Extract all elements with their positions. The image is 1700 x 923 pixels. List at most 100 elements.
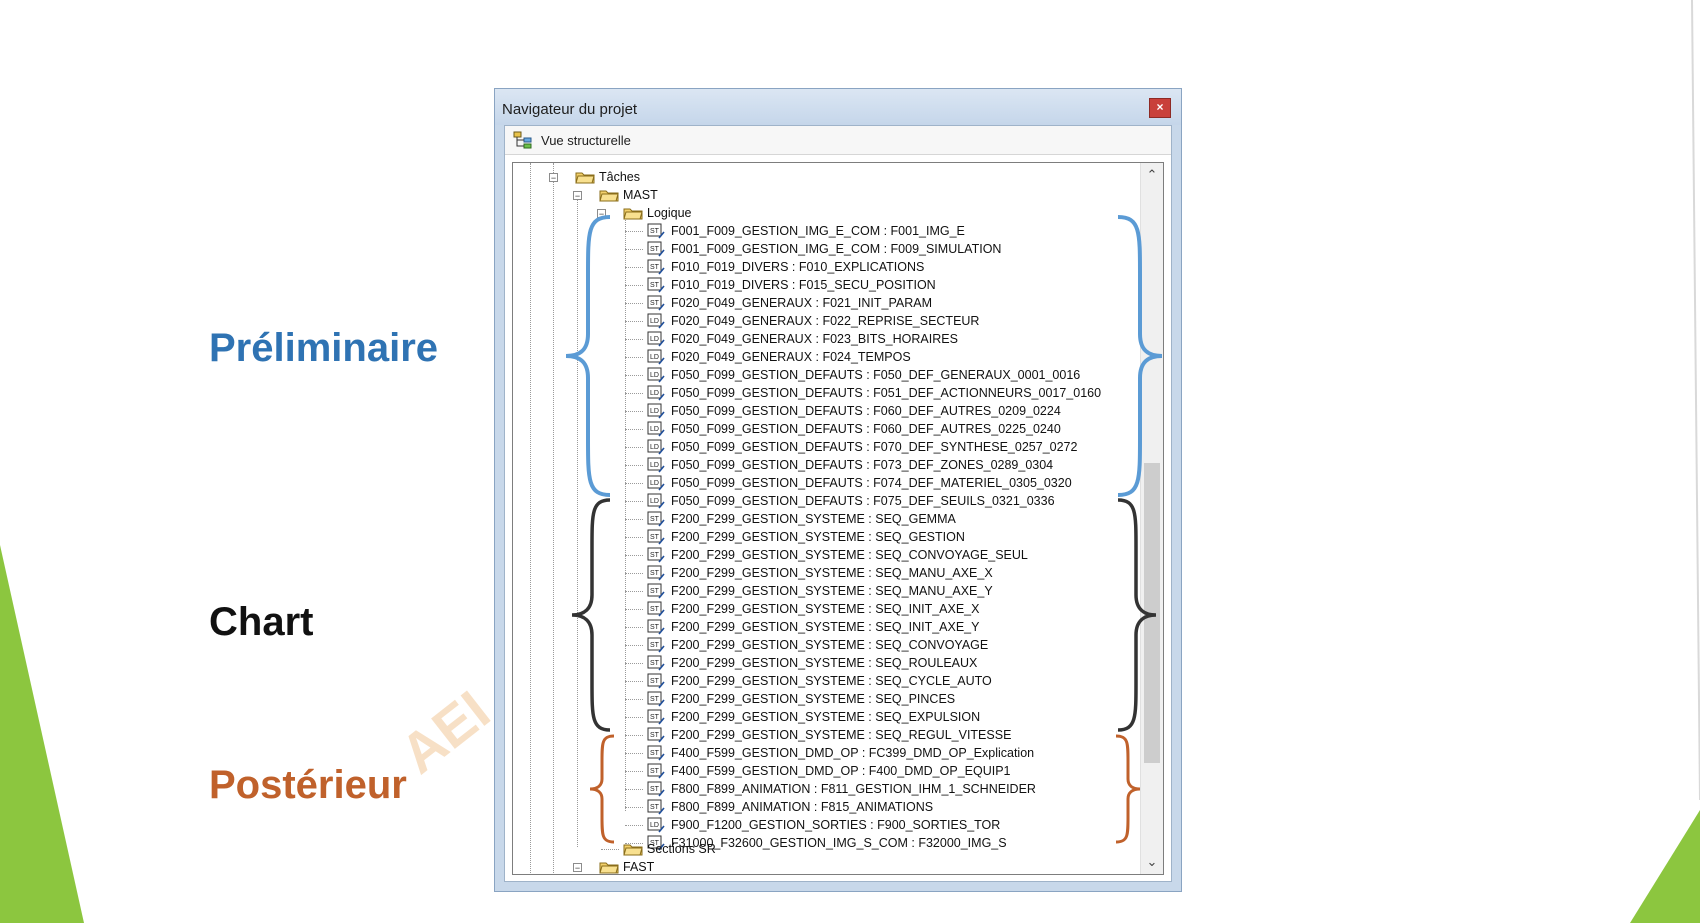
tree-node-label: F050_F099_GESTION_DEFAUTS : F070_DEF_SYN… <box>671 440 1078 454</box>
folder-icon <box>623 844 643 856</box>
tree-node-label: F050_F099_GESTION_DEFAUTS : F075_DEF_SEU… <box>671 494 1055 508</box>
tree-line <box>625 753 643 754</box>
tree-line <box>625 591 643 592</box>
label-preliminaire: Préliminaire <box>209 326 439 370</box>
st-section-icon: ST <box>647 619 665 635</box>
tree-node-label: F050_F099_GESTION_DEFAUTS : F060_DEF_AUT… <box>671 404 1061 418</box>
tree-line <box>625 411 643 412</box>
section-type-badge: LD <box>650 408 659 415</box>
section-type-badge: ST <box>650 696 660 703</box>
ladder-section-icon: LD <box>647 331 665 347</box>
tree-node-label: FAST <box>623 860 655 874</box>
section-type-badge: LD <box>650 480 659 487</box>
ladder-section-icon: LD <box>647 457 665 473</box>
ladder-section-icon: LD <box>647 421 665 437</box>
scroll-down-button[interactable]: ⌄ <box>1146 854 1158 869</box>
st-section-icon: ST <box>647 277 665 293</box>
tree-node-label: Logique <box>647 206 692 220</box>
tree-line <box>625 231 643 232</box>
tree-line <box>625 447 643 448</box>
tree-line <box>625 357 643 358</box>
ladder-section-icon: LD <box>647 475 665 491</box>
tree-node-label: F050_F099_GESTION_DEFAUTS : F060_DEF_AUT… <box>671 422 1061 436</box>
ladder-section-icon: LD <box>647 817 665 833</box>
collapse-fast-toggle[interactable]: − <box>573 863 582 873</box>
tree-line <box>601 849 619 850</box>
st-section-icon: ST <box>647 565 665 581</box>
tree-line <box>625 501 643 502</box>
tree-node-label: F200_F299_GESTION_SYSTEME : SEQ_CONVOYAG… <box>671 548 1028 562</box>
tree-line <box>625 465 643 466</box>
tree-line <box>577 197 578 847</box>
tree-line <box>625 681 643 682</box>
navigator-panel: Vue structurelle − Tâches − MAST <box>504 125 1172 882</box>
section-type-badge: ST <box>650 732 660 739</box>
tree-node-label: F200_F299_GESTION_SYSTEME : SEQ_ROULEAUX <box>671 656 978 670</box>
st-section-icon: ST <box>647 727 665 743</box>
structural-view-icon <box>513 131 532 149</box>
scroll-up-button[interactable]: ⌃ <box>1146 167 1158 182</box>
tree-node-label: F020_F049_GENERAUX : F022_REPRISE_SECTEU… <box>671 314 980 328</box>
tree-line <box>625 339 643 340</box>
st-section-icon: ST <box>647 637 665 653</box>
right-green-shape <box>1630 0 1700 923</box>
st-section-icon: ST <box>647 529 665 545</box>
ladder-section-icon: LD <box>647 313 665 329</box>
tree-node-label: F020_F049_GENERAUX : F023_BITS_HORAIRES <box>671 332 958 346</box>
section-type-badge: ST <box>650 714 660 721</box>
tree-node-label: F050_F099_GESTION_DEFAUTS : F051_DEF_ACT… <box>671 386 1102 400</box>
folder-icon <box>599 190 619 202</box>
st-section-icon: ST <box>647 511 665 527</box>
tree-node-label: F050_F099_GESTION_DEFAUTS : F074_DEF_MAT… <box>671 476 1072 490</box>
tree-node-label: F200_F299_GESTION_SYSTEME : SEQ_INIT_AXE… <box>671 602 980 616</box>
st-section-icon: ST <box>647 745 665 761</box>
collapse-mast-toggle[interactable]: − <box>573 191 582 201</box>
tree-line <box>625 573 643 574</box>
section-type-badge: ST <box>650 624 660 631</box>
section-type-badge: ST <box>650 264 660 271</box>
section-type-badge: LD <box>650 822 659 829</box>
tree-line <box>625 825 643 826</box>
tree-line <box>530 163 531 874</box>
section-type-badge: ST <box>650 678 660 685</box>
tree-node-label: F050_F099_GESTION_DEFAUTS : F050_DEF_GEN… <box>671 368 1081 382</box>
section-type-badge: LD <box>650 498 659 505</box>
tree-node-label: F050_F099_GESTION_DEFAUTS : F073_DEF_ZON… <box>671 458 1054 472</box>
tree-line <box>625 249 643 250</box>
st-section-icon: ST <box>647 601 665 617</box>
st-section-icon: ST <box>647 583 665 599</box>
brace-posterieur-left <box>589 734 615 844</box>
section-type-badge: ST <box>650 300 660 307</box>
section-type-badge: ST <box>650 768 660 775</box>
section-type-badge: ST <box>650 570 660 577</box>
tree-line <box>625 627 643 628</box>
title-bar[interactable]: Navigateur du projet × <box>495 89 1181 125</box>
tree-node-label: F200_F299_GESTION_SYSTEME : SEQ_CONVOYAG… <box>671 638 989 652</box>
scroll-thumb[interactable] <box>1144 463 1160 763</box>
tree-line <box>625 267 643 268</box>
section-type-badge: ST <box>650 534 660 541</box>
collapse-taches-toggle[interactable]: − <box>549 173 558 183</box>
tree-node-label: F010_F019_DIVERS : F010_EXPLICATIONS <box>671 260 925 274</box>
ladder-section-icon: LD <box>647 403 665 419</box>
tree-line <box>625 717 643 718</box>
section-type-badge: ST <box>650 516 660 523</box>
tree-line <box>625 735 643 736</box>
brace-preliminaire-left <box>565 215 611 497</box>
section-type-badge: ST <box>650 228 660 235</box>
tree-node-label: F001_F009_GESTION_IMG_E_COM : F001_IMG_E <box>671 224 965 238</box>
close-button[interactable]: × <box>1149 98 1171 118</box>
st-section-icon: ST <box>647 835 665 851</box>
view-tab[interactable]: Vue structurelle <box>505 126 1171 155</box>
tree-line <box>625 483 643 484</box>
st-section-icon: ST <box>647 799 665 815</box>
tree-node-label: Sections SR <box>647 842 716 856</box>
tree-node-label: F800_F899_ANIMATION : F811_GESTION_IHM_1… <box>671 782 1036 796</box>
st-section-icon: ST <box>647 673 665 689</box>
section-type-badge: LD <box>650 426 659 433</box>
section-type-badge: LD <box>650 372 659 379</box>
tree-line <box>625 375 643 376</box>
vertical-scrollbar[interactable]: ⌃ ⌄ <box>1140 163 1163 874</box>
tree-node-label: F200_F299_GESTION_SYSTEME : SEQ_GESTION <box>671 530 965 544</box>
